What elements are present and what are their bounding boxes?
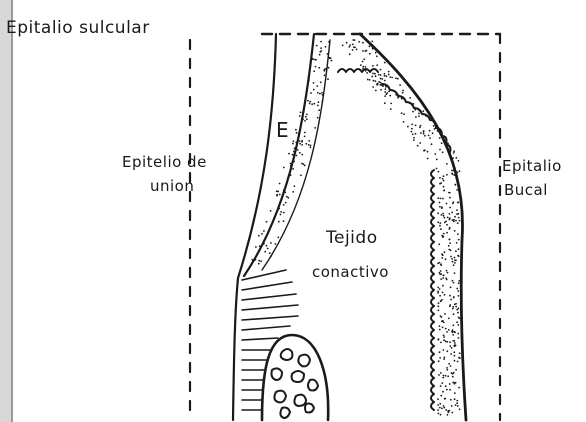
junctional-hatching (242, 270, 298, 410)
label-epitelio-bucal-line1: Epitalio (502, 156, 562, 176)
label-epitelio-sulcular: Epitalio sulcular (6, 18, 150, 38)
label-conectivo: conactivo (312, 262, 389, 282)
sulcular-epithelium-line (244, 34, 314, 276)
label-epitelio-union-line1: Epitelio de (122, 152, 207, 172)
label-epitelio-union-line2: union (150, 176, 194, 196)
label-epitelio-bucal-line2: Bucal (504, 180, 548, 200)
label-tejido: Tejido (326, 228, 378, 248)
page-edge-shadow (0, 0, 12, 422)
label-e: E (276, 120, 289, 140)
bone-trabeculae (272, 349, 319, 418)
